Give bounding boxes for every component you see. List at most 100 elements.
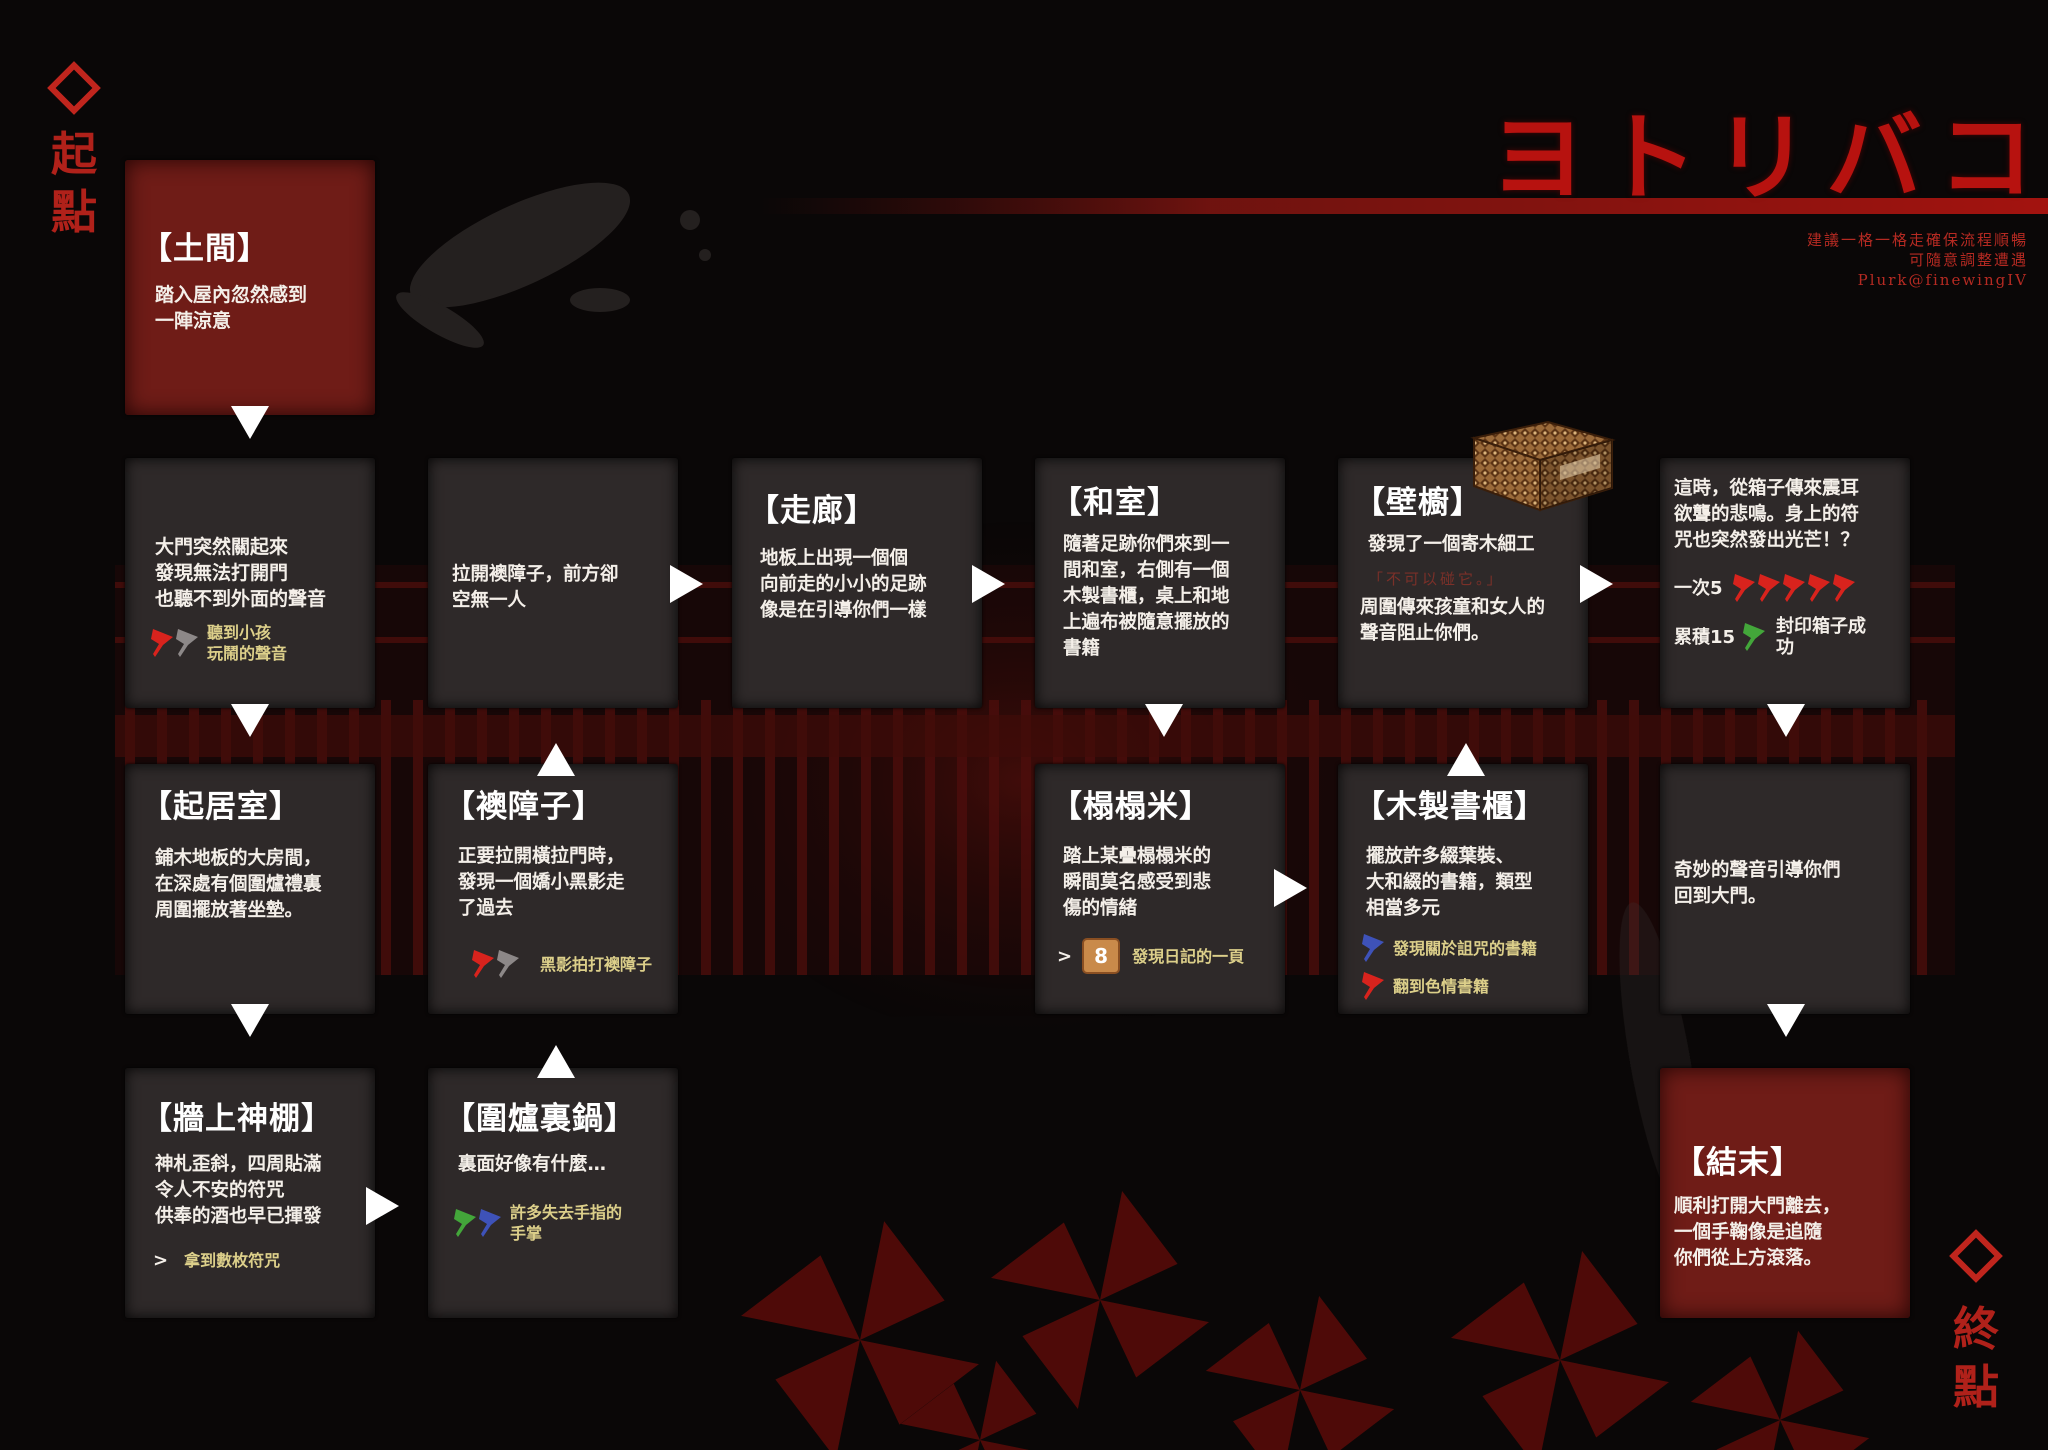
pin-group [450, 1207, 501, 1239]
event-row: 聽到小孩 玩鬧的聲音 [147, 622, 349, 664]
event-row: 黑影拍打襖障子 [468, 948, 652, 980]
node-body: 正要拉開橫拉門時， 發現一個嬌小黑影走 了過去 [458, 846, 625, 919]
node-title: 【榻榻米】 [1051, 789, 1211, 825]
node-title: 【木製書櫃】 [1354, 789, 1546, 825]
arrow-right-icon [670, 565, 703, 603]
event-text: 發現關於詛咒的書籍 [1393, 938, 1538, 958]
node-empty-room: 拉開襖障子，前方卻 空無一人 [428, 458, 678, 708]
node-title: 【結末】 [1674, 1145, 1802, 1181]
event-row: 一次5 [1674, 572, 1884, 604]
node-entrance: 【土間】 踏入屋內忽然感到 一陣涼意 [125, 160, 375, 415]
red-pin-icon [1807, 574, 1830, 602]
arrow-up-icon [1447, 743, 1485, 776]
start-label: 起點 [51, 127, 97, 239]
node-body: 擺放許多綴葉裝、 大和綴的書籍，類型 相當多元 [1366, 846, 1533, 919]
node-seal: 這時，從箱子傳來震耳 欲聾的悲鳴。身上的符 咒也突然發出光芒！？ 一次5 累積1… [1660, 458, 1910, 708]
arrow-right-icon [1580, 565, 1613, 603]
node-title: 【圍爐裏鍋】 [444, 1101, 636, 1137]
node-title: 【走廊】 [748, 493, 876, 529]
gray-pin-icon [497, 950, 519, 978]
end-diamond-icon [1949, 1229, 2003, 1283]
arrow-down-icon [1767, 1004, 1805, 1037]
node-body: 拉開襖障子，前方卻 空無一人 [452, 564, 619, 611]
event-row: > 8 發現日記的一頁 [1057, 938, 1259, 974]
pinwheel-decoration [741, 1190, 1870, 1450]
event-text: 黑影拍打襖障子 [540, 954, 653, 974]
node-return: 奇妙的聲音引導你們 回到大門。 [1660, 764, 1910, 1014]
node-corridor: 【走廊】 地板上出現一個個 向前走的小小的足跡 像是在引導你們一樣 [732, 458, 982, 708]
diary-icon: 8 [1082, 938, 1121, 974]
node-body: 踏上某疊榻榻米的 瞬間莫名感受到悲 傷的情緒 [1063, 846, 1212, 919]
node-body: 鋪木地板的大房間， 在深處有個圍爐禮裏 周圍擺放著坐墊。 [155, 848, 322, 921]
red-pin-icon [1782, 574, 1805, 602]
warning-quote: 「不可以碰它。」 [1368, 570, 1505, 588]
end-label: 終點 [1953, 1302, 1999, 1414]
node-fusuma: 【襖障子】 正要拉開橫拉門時， 發現一個嬌小黑影走 了過去 黑影拍打襖障子 [428, 764, 678, 1014]
node-bookshelf: 【木製書櫃】 擺放許多綴葉裝、 大和綴的書籍，類型 相當多元 發現關於詛咒的書籍… [1338, 764, 1588, 1014]
node-body: 周圍傳來孩童和女人的 聲音阻止你們。 [1360, 597, 1546, 644]
node-tatami: 【榻榻米】 踏上某疊榻榻米的 瞬間莫名感受到悲 傷的情緒 > 8 發現日記的一頁 [1035, 764, 1285, 1014]
event-text: 聽到小孩 玩鬧的聲音 [207, 623, 288, 663]
arrow-right-icon [972, 565, 1005, 603]
pin-group [1358, 932, 1384, 964]
event-row: 許多失去手指的 手掌 [450, 1202, 652, 1244]
node-ending: 【結末】 順利打開大門離去， 一個手鞠像是追隨 你們從上方滾落。 [1660, 1068, 1910, 1318]
node-body: 裏面好像有什麼… [458, 1154, 607, 1175]
pin-group [468, 948, 519, 980]
arrow-down-icon [231, 1004, 269, 1037]
event-text: 發現日記的一頁 [1132, 946, 1245, 966]
node-washitsu: 【和室】 隨著足跡你們來到一 間和室，右側有一個 木製書櫃，桌上和地 上遍布被隨… [1035, 458, 1285, 708]
event-text: 許多失去手指的 手掌 [510, 1203, 623, 1243]
header-bar [760, 198, 2048, 214]
note-line: 建議一格一格走確保流程順暢 [1806, 231, 2028, 249]
node-body: 神札歪斜，四周貼滿 令人不安的符咒 供奉的酒也早已揮發 [155, 1154, 322, 1227]
seal-result-text: 封印箱子成功 [1776, 616, 1867, 658]
blue-pin-icon [1362, 934, 1384, 962]
node-body: 順利打開大門離去， 一個手鞠像是追隨 你們從上方滾落。 [1674, 1196, 1841, 1269]
yosegi-box-icon [1470, 420, 1616, 512]
node-body: 奇妙的聲音引導你們 回到大門。 [1674, 860, 1841, 907]
event-row: 累積15 封印箱子成功 [1674, 616, 1884, 658]
node-living-room: 【起居室】 鋪木地板的大房間， 在深處有個圍爐禮裏 周圍擺放著坐墊。 [125, 764, 375, 1014]
arrow-right-icon [366, 1187, 399, 1225]
node-shrine: 【牆上神棚】 神札歪斜，四周貼滿 令人不安的符咒 供奉的酒也早已揮發 >拿到數枚… [125, 1068, 375, 1318]
green-pin-icon [454, 1209, 476, 1237]
node-body: 隨著足跡你們來到一 間和室，右側有一個 木製書櫃，桌上和地 上遍布被隨意擺放的 … [1063, 534, 1230, 659]
note-line: Plurk@finewingIV [1857, 271, 2028, 289]
total-label: 累積15 [1674, 626, 1736, 648]
pin-group [1739, 621, 1766, 653]
node-title: 【襖障子】 [444, 789, 604, 825]
arrow-down-icon [1767, 704, 1805, 737]
red-pin-icon [472, 950, 494, 978]
node-door: 大門突然關起來 發現無法打開門 也聽不到外面的聲音 聽到小孩 玩鬧的聲音 [125, 458, 375, 708]
arrow-down-icon [1145, 704, 1183, 737]
node-title: 【土間】 [141, 231, 269, 267]
red-pin-icon [1732, 574, 1755, 602]
pin-group [1729, 572, 1855, 604]
node-body: 發現了一個寄木細工 [1368, 534, 1535, 555]
node-hearth-pot: 【圍爐裏鍋】 裏面好像有什麼… 許多失去手指的 手掌 [428, 1068, 678, 1318]
node-title: 【和室】 [1051, 485, 1179, 521]
pin-group [1358, 970, 1384, 1002]
blue-pin-icon [479, 1209, 501, 1237]
event-text: 拿到數枚符咒 [184, 1251, 281, 1270]
event-row: >拿到數枚符咒 [153, 1250, 281, 1271]
arrow-down-icon [231, 704, 269, 737]
node-body: 大門突然關起來 發現無法打開門 也聽不到外面的聲音 [155, 536, 327, 610]
node-body: 這時，從箱子傳來震耳 欲聾的悲鳴。身上的符 咒也突然發出光芒！？ [1674, 478, 1860, 551]
arrow-up-icon [537, 743, 575, 776]
red-pin-icon [1362, 972, 1384, 1000]
node-title: 【起居室】 [141, 789, 301, 825]
note-line: 可隨意調整遭遇 [1908, 251, 2028, 269]
node-body: 踏入屋內忽然感到 一陣涼意 [155, 284, 308, 332]
green-pin-icon [1743, 623, 1766, 651]
arrow-down-icon [231, 406, 269, 439]
event-row: 發現關於詛咒的書籍 [1358, 932, 1562, 964]
event-text: 翻到色情書籍 [1393, 976, 1490, 996]
once-label: 一次5 [1674, 577, 1723, 599]
event-row: 翻到色情書籍 [1358, 970, 1562, 1002]
red-pin-icon [151, 629, 173, 657]
node-body: 地板上出現一個個 向前走的小小的足跡 像是在引導你們一樣 [760, 548, 927, 621]
node-title: 【壁櫥】 [1354, 485, 1482, 521]
pin-group [147, 627, 198, 659]
